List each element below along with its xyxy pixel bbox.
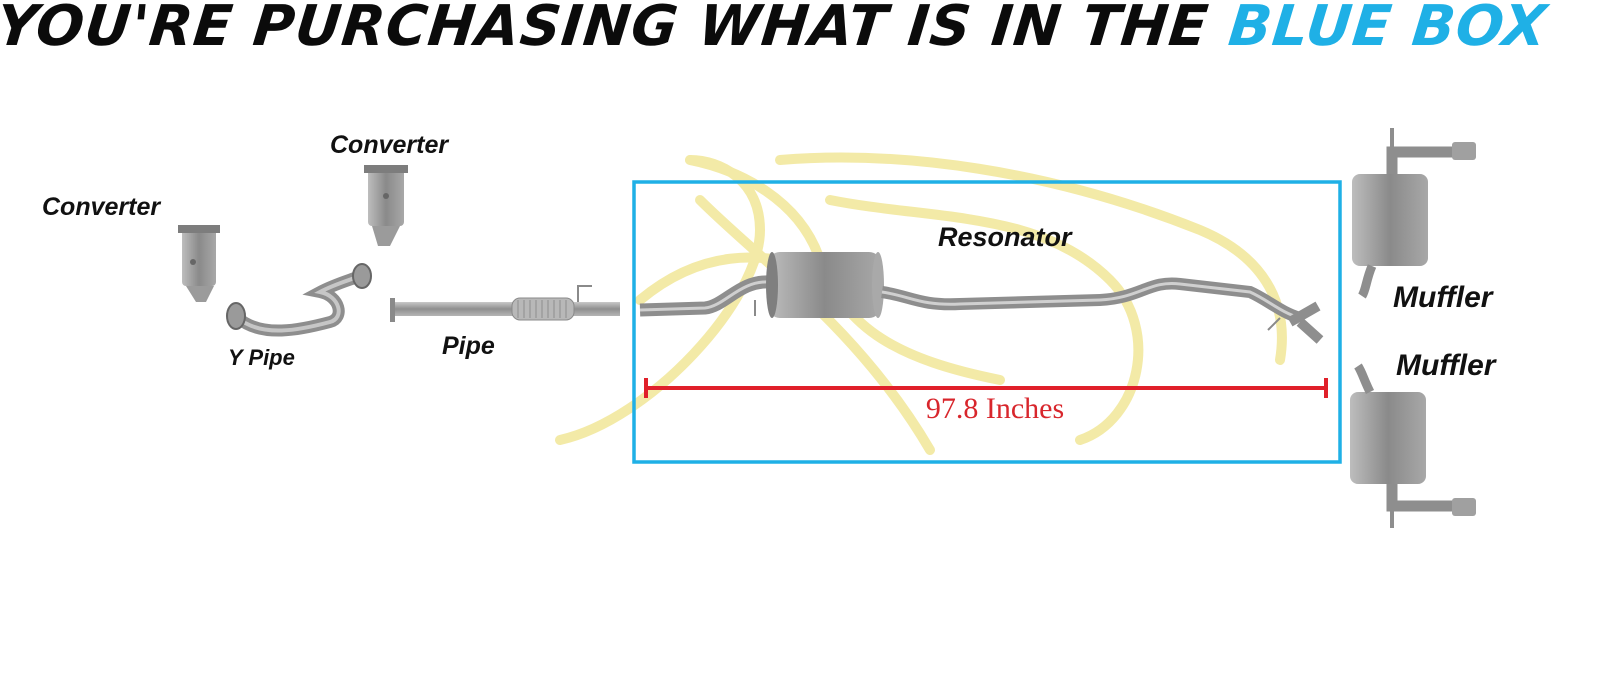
label-muffler-1: Muffler bbox=[1393, 281, 1493, 314]
label-converter-2: Converter bbox=[330, 131, 449, 159]
label-muffler-2: Muffler bbox=[1396, 349, 1496, 382]
converter-1-part bbox=[178, 225, 220, 302]
measurement-line bbox=[644, 378, 1328, 398]
label-converter-1: Converter bbox=[42, 193, 161, 221]
label-resonator: Resonator bbox=[938, 222, 1072, 252]
muffler-2-part bbox=[1350, 363, 1476, 528]
label-y-pipe: Y Pipe bbox=[228, 345, 295, 370]
blue-selection-box bbox=[632, 180, 1342, 464]
muffler-1-part bbox=[1352, 128, 1476, 299]
y-pipe-part bbox=[226, 263, 372, 337]
converter-2-part bbox=[364, 165, 408, 246]
measurement-label: 97.8 Inches bbox=[925, 392, 1065, 425]
pipe-part bbox=[390, 285, 620, 322]
resonator-assembly bbox=[639, 252, 1324, 344]
label-pipe: Pipe bbox=[442, 332, 495, 360]
